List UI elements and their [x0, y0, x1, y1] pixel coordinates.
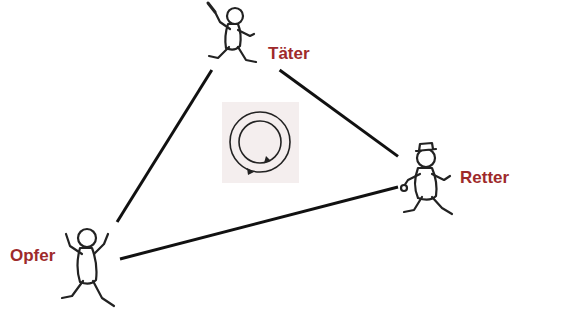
relation-line	[117, 70, 212, 222]
rescuer-figure	[401, 143, 452, 214]
cycle-symbol	[222, 102, 299, 183]
relation-line	[120, 187, 398, 259]
relation-line	[280, 70, 398, 156]
victim-figure	[62, 229, 114, 306]
role-label: Retter	[460, 168, 509, 188]
role-figure: Opfer	[10, 222, 120, 312]
role-figure: Täter	[198, 2, 310, 70]
role-label: Opfer	[10, 246, 55, 266]
perpetrator-figure	[208, 3, 256, 62]
role-figure: Retter	[398, 140, 510, 218]
role-label: Täter	[268, 44, 310, 64]
